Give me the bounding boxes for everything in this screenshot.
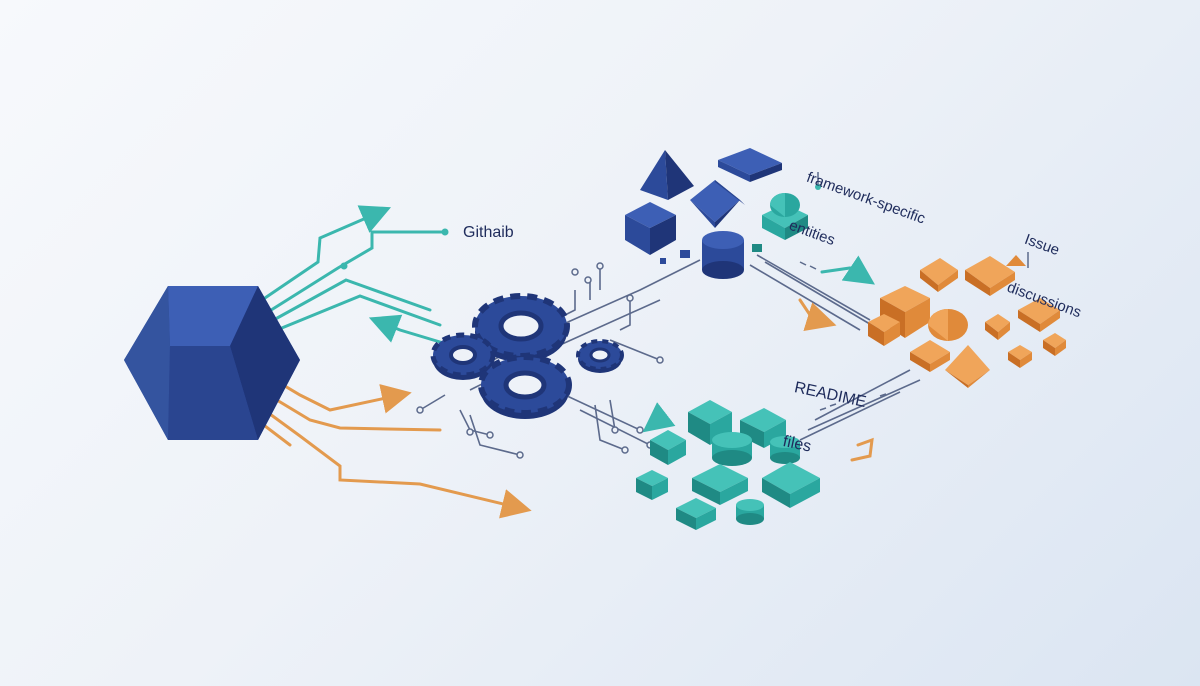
cube-shape xyxy=(625,202,676,255)
octahedron-shape xyxy=(690,180,745,228)
teal-line-4 xyxy=(270,294,442,334)
dash-marks xyxy=(799,261,887,411)
small-block xyxy=(660,258,666,264)
repository-hexagon xyxy=(124,286,300,440)
teal-line-arrow-left xyxy=(368,314,452,347)
teal-line-3 xyxy=(268,278,432,324)
cylinder-shape xyxy=(702,231,744,279)
orange-line-2 xyxy=(250,383,442,432)
issue-discussions-cluster xyxy=(868,255,1066,388)
gear-icon-left xyxy=(430,332,496,380)
framework-label-line1: framework-specific xyxy=(804,168,928,228)
teal-line-arrow-up xyxy=(260,205,392,302)
gear-icon-large xyxy=(472,293,570,362)
readme-files-cluster xyxy=(636,400,820,530)
teal-connectors xyxy=(260,205,452,347)
readme-label-line1: READIME xyxy=(792,378,868,411)
orange-line-3 xyxy=(246,396,532,519)
readme-label-line2: files xyxy=(781,432,813,456)
pyramid-shape xyxy=(640,150,694,200)
flow-arrows xyxy=(642,255,875,462)
issue-label-line2: discussions xyxy=(1004,279,1084,322)
small-block xyxy=(680,250,690,258)
github-label: Githaib xyxy=(463,224,514,241)
teal-dot xyxy=(340,262,348,270)
teal-line-github xyxy=(266,230,447,314)
framework-entities-cluster xyxy=(625,148,808,279)
small-block xyxy=(752,244,762,252)
flat-tile-shape xyxy=(718,148,782,182)
framework-dot xyxy=(815,184,821,190)
circuit-traces xyxy=(419,254,921,456)
teal-dome-shape xyxy=(762,193,808,240)
gear-icon-small xyxy=(576,339,624,373)
github-dot xyxy=(441,228,449,236)
issue-label-line1: Issue xyxy=(1022,230,1062,259)
gear-icon-center xyxy=(478,354,572,419)
